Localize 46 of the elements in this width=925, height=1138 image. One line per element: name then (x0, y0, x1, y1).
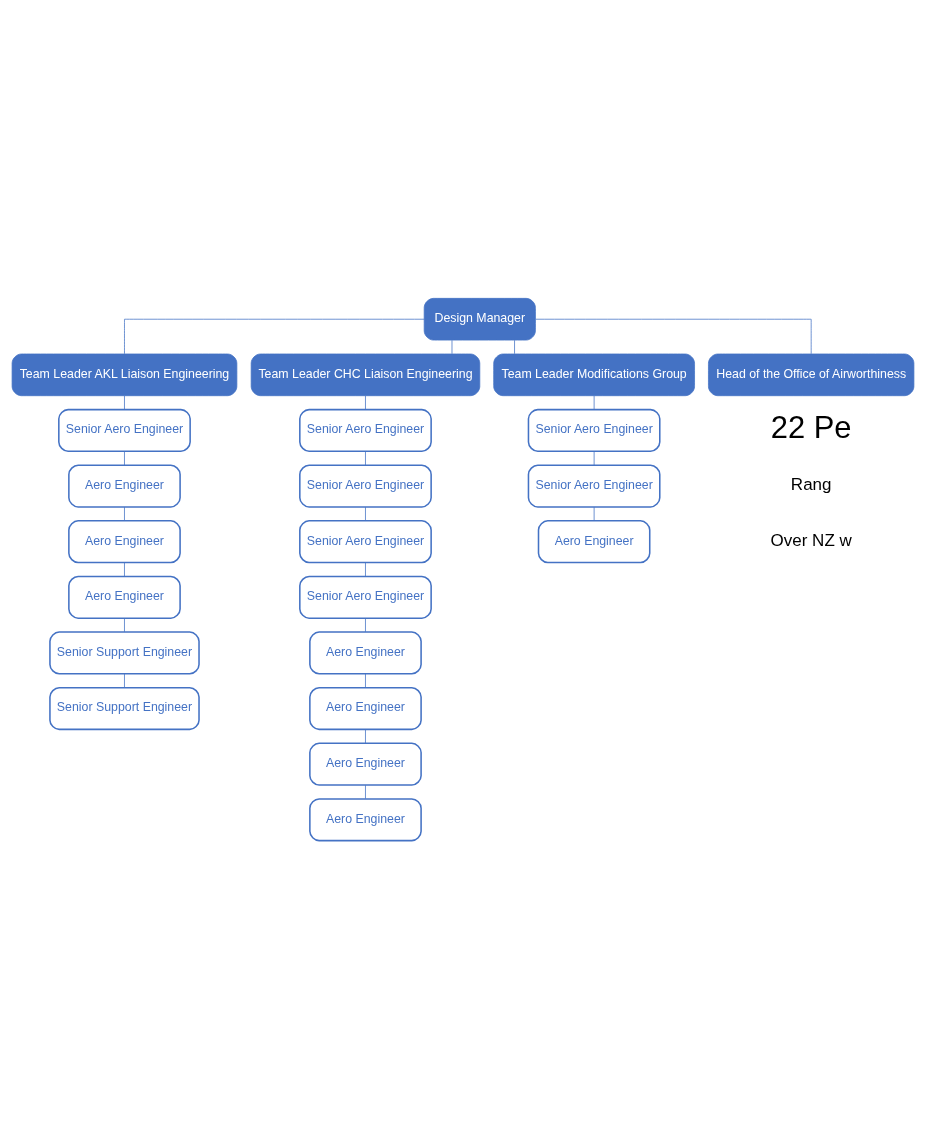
connector (364, 784, 366, 799)
connector (364, 561, 366, 577)
node-box: Aero Engineer (67, 519, 181, 563)
connector (593, 506, 594, 521)
node-box: Senior Aero Engineer (527, 463, 661, 508)
node-box: Aero Engineer (308, 742, 422, 786)
node-box: Aero Engineer (308, 797, 422, 841)
connector (364, 728, 366, 743)
connector (364, 395, 366, 410)
node-box: Head of the Office of Airworthiness (707, 353, 914, 396)
connector (451, 339, 452, 354)
connector (123, 318, 424, 354)
node-box: Team Leader AKL Liaison Engineering (11, 353, 237, 396)
connector (593, 450, 594, 465)
node-box: Design Manager (423, 297, 536, 340)
node-box: Team Leader CHC Liaison Engineering (250, 353, 480, 396)
node-box: Senior Aero Engineer (527, 408, 661, 452)
node-box: Team Leader Modifications Group (492, 353, 695, 396)
node-box: Aero Engineer (537, 519, 650, 563)
connector (123, 395, 125, 410)
node-box: Aero Engineer (67, 575, 181, 619)
connector (123, 673, 125, 688)
node-box: Senior Aero Engineer (298, 575, 432, 619)
node-box: Senior Support Engineer (48, 630, 200, 675)
connector (123, 450, 125, 465)
node-box: Senior Aero Engineer (298, 408, 432, 452)
node-box: Senior Aero Engineer (298, 463, 432, 508)
node-box: Senior Support Engineer (48, 686, 200, 730)
connector (123, 561, 125, 577)
connector (364, 617, 366, 632)
connector (513, 339, 515, 354)
connector (534, 318, 812, 354)
connector (364, 506, 366, 521)
connector (123, 617, 125, 632)
label: Rang (790, 474, 831, 494)
node-box: Aero Engineer (67, 463, 181, 508)
connector (123, 506, 125, 521)
label: 22 Pe (770, 409, 852, 445)
connector (593, 395, 594, 410)
node-box: Senior Aero Engineer (298, 519, 432, 563)
label: Over NZ w (770, 530, 852, 550)
node-box: Aero Engineer (308, 686, 422, 730)
node-box: Aero Engineer (308, 630, 422, 675)
connector (364, 450, 366, 465)
node-box: Senior Aero Engineer (57, 408, 191, 452)
connector (364, 673, 366, 688)
